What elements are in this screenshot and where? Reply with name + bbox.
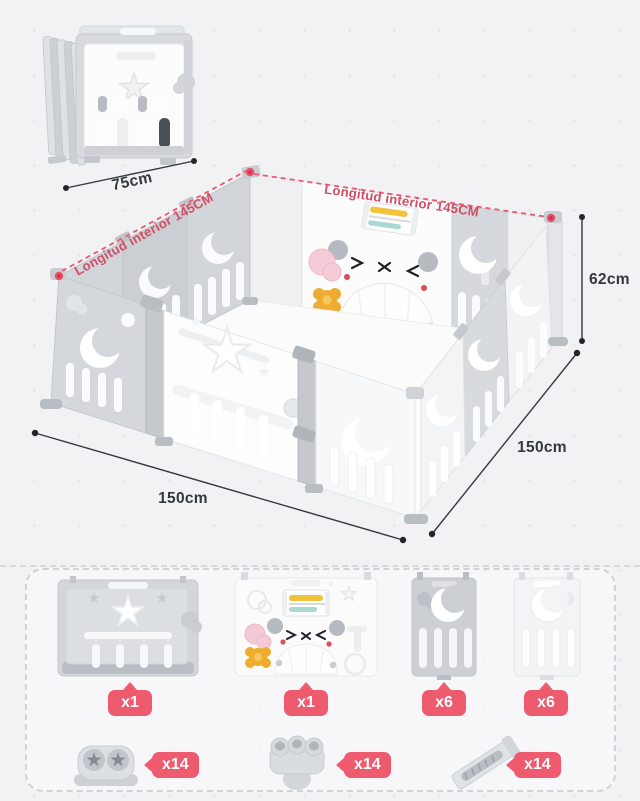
door-frame-left bbox=[145, 304, 165, 440]
dimension-front-width: 150cm bbox=[31, 429, 407, 544]
qty-badge-star-door-panel: x1 bbox=[108, 682, 152, 716]
part-triple-tube-connector bbox=[262, 734, 332, 797]
gray-moon-panel-icon bbox=[411, 572, 477, 680]
door-star-emboss bbox=[200, 324, 254, 375]
qty-badge-moon-panel-white: x6 bbox=[524, 682, 568, 716]
qty-label: x1 bbox=[121, 694, 139, 711]
star-door-panel-icon bbox=[57, 576, 202, 677]
flat-link-connector-icon bbox=[451, 735, 522, 790]
section-divider bbox=[0, 565, 640, 567]
abacus-toy-icon bbox=[282, 589, 330, 617]
part-star-door-panel bbox=[56, 574, 202, 691]
abacus-toy-icon bbox=[361, 201, 419, 236]
qty-label: x6 bbox=[537, 694, 555, 711]
qty-label: x14 bbox=[162, 756, 189, 773]
star-cutout bbox=[117, 70, 151, 103]
right-wall bbox=[420, 224, 553, 513]
panda-face-icon bbox=[350, 256, 420, 278]
qty-badge-triple-tube: x14 bbox=[336, 752, 391, 778]
panda-panel-icon bbox=[234, 572, 378, 677]
front-width-label: 150cm bbox=[158, 490, 208, 507]
badge-notch bbox=[144, 758, 152, 772]
part-flat-link-connector bbox=[442, 735, 526, 799]
badge-notch bbox=[506, 758, 514, 772]
qty-badge-twin-socket: x14 bbox=[144, 752, 199, 778]
feet bbox=[40, 297, 568, 524]
badge-notch bbox=[299, 682, 313, 690]
twin-socket-connector-icon bbox=[74, 745, 138, 786]
qty-label: x14 bbox=[354, 756, 381, 773]
qty-label: x1 bbox=[297, 694, 315, 711]
playpen-illustration: 75cm bbox=[31, 25, 630, 544]
qty-badge-moon-panel-gray: x6 bbox=[422, 682, 466, 716]
white-moon-panel-icon bbox=[513, 572, 581, 680]
badge-notch bbox=[437, 682, 451, 690]
height-label: 62cm bbox=[589, 271, 630, 288]
door-panel bbox=[163, 310, 303, 482]
qty-badge-flat-link: x14 bbox=[506, 752, 561, 778]
assembled-playpen-icon bbox=[40, 165, 568, 524]
yellow-flower-toy-icon bbox=[313, 288, 341, 313]
badge-notch bbox=[539, 682, 553, 690]
folded-width-label: 75cm bbox=[110, 169, 153, 194]
badge-notch bbox=[336, 758, 344, 772]
part-moon-panel-white bbox=[511, 572, 583, 687]
panda-ear-right bbox=[418, 252, 438, 272]
door-frame-right bbox=[297, 354, 317, 488]
part-moon-panel-gray bbox=[409, 572, 479, 687]
part-twin-socket-connector bbox=[70, 738, 142, 795]
pink-cloud-toy-icon bbox=[308, 248, 342, 282]
part-panda-activity-panel bbox=[231, 570, 381, 689]
side-depth-label: 150cm bbox=[517, 439, 567, 456]
dimension-side-depth: 150cm bbox=[428, 349, 581, 538]
triple-tube-connector-icon bbox=[269, 735, 325, 790]
qty-badge-panda-panel: x1 bbox=[284, 682, 328, 716]
red-corner-dots bbox=[54, 167, 556, 281]
dimension-height: 62cm bbox=[579, 214, 630, 344]
folded-playpen-icon bbox=[42, 25, 195, 166]
qty-label: x6 bbox=[435, 694, 453, 711]
qty-label: x14 bbox=[524, 756, 551, 773]
badge-notch bbox=[123, 682, 137, 690]
